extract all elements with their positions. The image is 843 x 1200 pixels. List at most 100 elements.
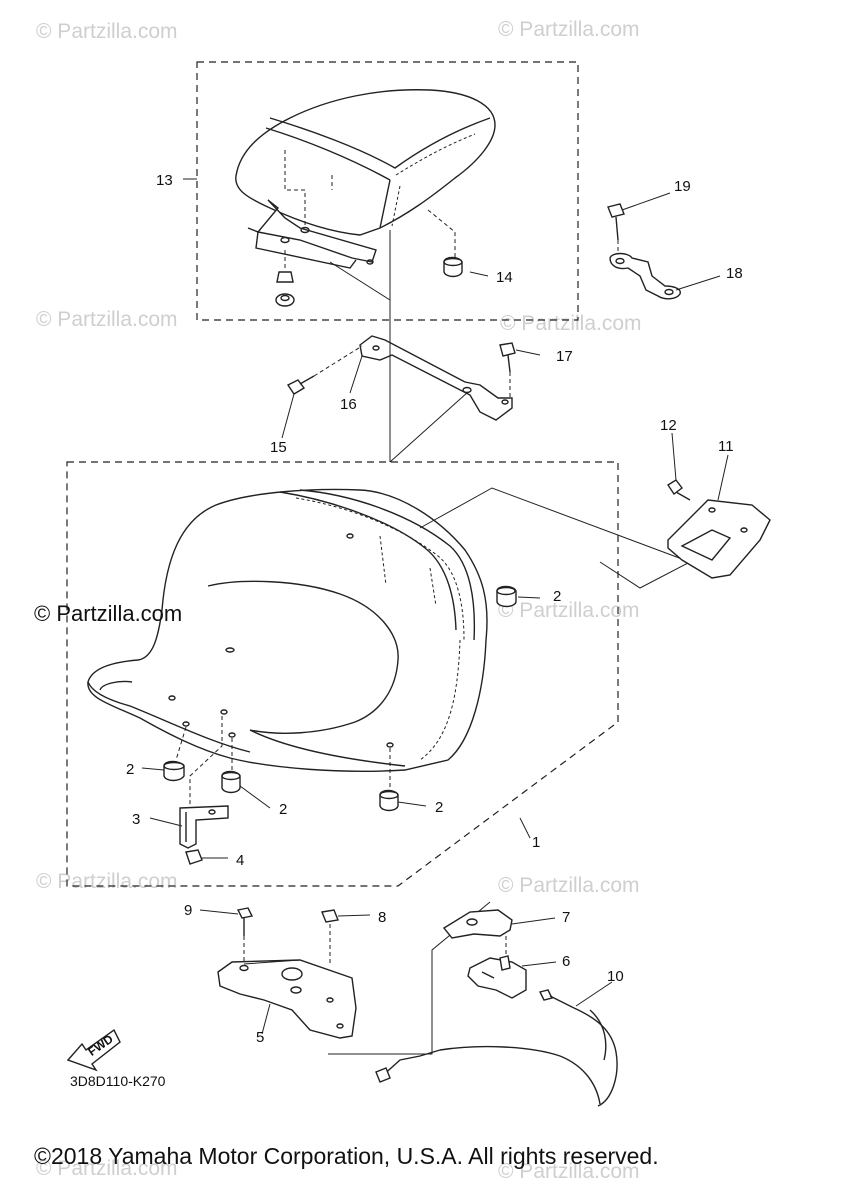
bolt-icon bbox=[667, 479, 683, 496]
copyright-footer: ©2018 Yamaha Motor Corporation, U.S.A. A… bbox=[34, 1143, 659, 1169]
seat-hole bbox=[225, 647, 235, 653]
bolt-shank bbox=[299, 375, 315, 385]
seat-band bbox=[265, 127, 391, 181]
cable-wire bbox=[589, 1009, 607, 1061]
center-line bbox=[175, 726, 187, 761]
group-box-upper bbox=[196, 61, 579, 321]
bolt-shank bbox=[675, 491, 691, 501]
callout-13: 13 bbox=[156, 172, 173, 189]
lock-detail bbox=[481, 971, 495, 979]
leader-line bbox=[329, 261, 391, 301]
callout-18: 18 bbox=[726, 265, 743, 282]
nut-icon bbox=[185, 849, 203, 865]
damper-top bbox=[163, 761, 185, 771]
seat-bracket-group bbox=[286, 230, 516, 463]
damper-icon bbox=[221, 770, 241, 794]
seat-contour bbox=[207, 580, 399, 734]
watermark-faint: © Partzilla.com bbox=[498, 18, 640, 41]
callout-2: 2 bbox=[279, 801, 287, 818]
main-seat-group bbox=[66, 461, 619, 887]
bolt-icon bbox=[607, 203, 625, 218]
strap-bracket-group bbox=[607, 203, 681, 300]
damper-top bbox=[221, 771, 241, 781]
center-line bbox=[427, 209, 456, 258]
callout-2: 2 bbox=[126, 761, 134, 778]
seat-bracket-16 bbox=[359, 335, 513, 421]
lock-hook-hole bbox=[466, 918, 478, 926]
callout-11: 11 bbox=[718, 438, 734, 455]
watermark-faint: © Partzilla.com bbox=[498, 874, 640, 897]
damper-icon bbox=[163, 760, 185, 782]
plate-hole bbox=[281, 967, 303, 981]
latch-cover-11 bbox=[667, 499, 771, 579]
seat-band-edge bbox=[379, 179, 391, 229]
callout-7: 7 bbox=[562, 909, 570, 926]
damper-icon bbox=[379, 789, 399, 812]
grommet-icon bbox=[443, 256, 463, 278]
seat-stitch bbox=[379, 535, 387, 586]
cable-end bbox=[549, 995, 575, 1009]
passenger-seat-group bbox=[196, 61, 579, 321]
lock-hook-7 bbox=[442, 909, 513, 939]
damper-top bbox=[379, 790, 399, 800]
seat-contour-lower bbox=[249, 729, 406, 767]
watermark-faint: © Partzilla.com bbox=[36, 870, 178, 893]
watermark-faint: © Partzilla.com bbox=[36, 1157, 178, 1180]
leader-line bbox=[389, 391, 469, 463]
seat-tail-edge bbox=[99, 680, 133, 691]
latch-cover-slot bbox=[680, 529, 732, 561]
cable-end bbox=[379, 1049, 441, 1079]
callout-2: 2 bbox=[553, 588, 561, 605]
plate-hole bbox=[326, 997, 334, 1003]
group-box-lower bbox=[66, 461, 619, 887]
seat-stitch bbox=[429, 567, 437, 607]
seat-hole bbox=[168, 695, 176, 701]
callout-6: 6 bbox=[562, 953, 570, 970]
damper-icon bbox=[496, 585, 517, 608]
callout-19: 19 bbox=[674, 178, 691, 195]
seat-hole bbox=[220, 709, 228, 715]
cable-wire bbox=[573, 1007, 618, 1107]
cover-hole bbox=[740, 527, 748, 533]
watermark-faint: © Partzilla.com bbox=[498, 1160, 640, 1183]
center-line bbox=[313, 345, 363, 377]
seat-band bbox=[279, 491, 457, 631]
callout-9: 9 bbox=[184, 902, 192, 919]
bracket-hole bbox=[501, 399, 509, 405]
callout-5: 5 bbox=[256, 1029, 264, 1046]
lock-group bbox=[328, 901, 618, 1107]
washer-hole bbox=[280, 294, 290, 302]
watermark-faint: © Partzilla.com bbox=[500, 312, 642, 335]
plate-hole bbox=[239, 964, 249, 972]
callout-10: 10 bbox=[607, 968, 624, 985]
seat-stitch bbox=[295, 497, 465, 641]
main-seat-body bbox=[87, 488, 488, 772]
callout-16: 16 bbox=[340, 396, 357, 413]
cable-end-icon bbox=[538, 989, 554, 1001]
latch-cover-group bbox=[667, 479, 771, 579]
callout-15: 15 bbox=[270, 439, 287, 456]
seat-hole bbox=[228, 732, 236, 738]
bolt-shank bbox=[615, 216, 619, 241]
seat-band bbox=[299, 489, 476, 641]
seat-stitch bbox=[395, 133, 476, 176]
bolt-icon bbox=[286, 379, 306, 395]
seat-top-seam bbox=[269, 117, 491, 169]
hook-bracket-3 bbox=[179, 805, 229, 849]
callout-1: 1 bbox=[532, 834, 540, 851]
plate-hole bbox=[336, 1023, 344, 1029]
leader-line bbox=[243, 959, 301, 965]
bracket-hole bbox=[615, 257, 625, 265]
nut-icon bbox=[276, 271, 294, 283]
bracket-hole bbox=[300, 226, 310, 234]
fwd-arrow-icon: FWD bbox=[66, 1028, 121, 1072]
bracket-hole bbox=[366, 259, 374, 265]
nut-icon bbox=[321, 909, 339, 923]
seat-hole bbox=[182, 721, 190, 727]
callout-12: 12 bbox=[660, 417, 677, 434]
damper-top bbox=[496, 586, 516, 596]
grommet-top bbox=[443, 257, 463, 267]
hidden-line bbox=[284, 150, 306, 228]
callout-3: 3 bbox=[132, 811, 140, 828]
